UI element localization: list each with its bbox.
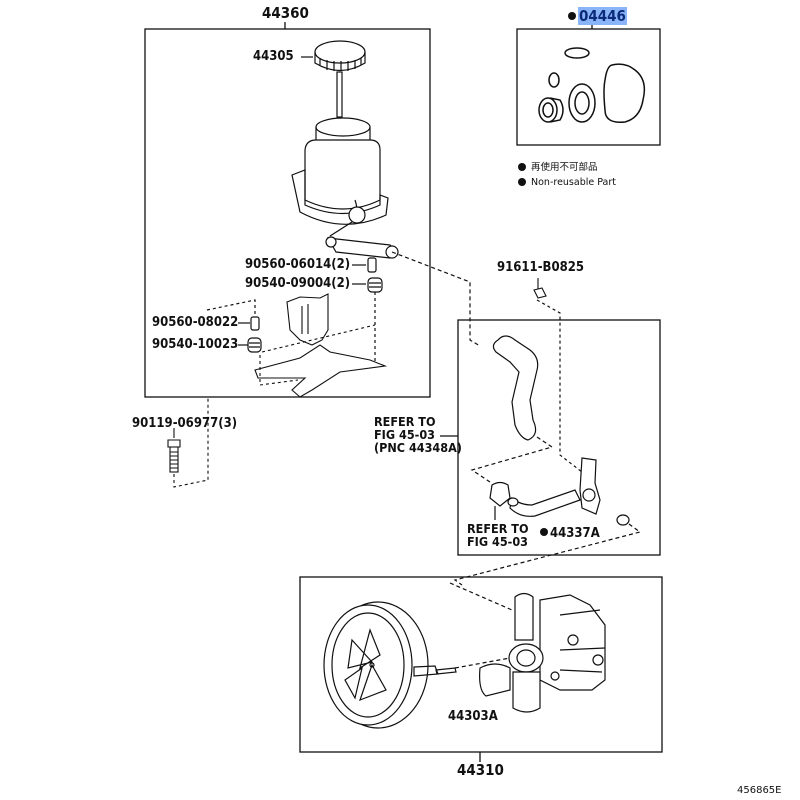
legend: 再使用不可部品 Non-reusable Part — [518, 160, 616, 190]
pump-body-drawing — [449, 582, 606, 713]
non-reusable-dot-icon — [518, 163, 526, 171]
legend-item-jp: 再使用不可部品 — [518, 160, 616, 175]
o-ring-label-wrap[interactable]: 44337A — [540, 522, 600, 541]
gasket-kit-frame — [516, 28, 661, 146]
non-reusable-dot-icon — [540, 528, 548, 536]
cushion-2-label[interactable]: 90540-10023 — [152, 337, 239, 352]
clamp-refer-label[interactable]: REFER TO FIG 45-03 — [467, 521, 529, 549]
pressure-pipe-drawing — [453, 299, 642, 586]
return-hose-drawing — [470, 335, 554, 483]
reservoir-group-frame — [144, 28, 431, 398]
collar-1-drawing — [352, 257, 377, 273]
gasket-kit-label-wrap[interactable]: 04446 — [568, 6, 627, 25]
cap-part-label[interactable]: 44305 — [253, 49, 294, 64]
collar-2-label[interactable]: 90560-08022 — [152, 315, 239, 330]
cushion-2-drawing — [238, 337, 262, 353]
reservoir-cap-drawing — [301, 40, 366, 118]
pump-group-frame — [299, 576, 663, 753]
gasket-kit-drawing — [538, 47, 646, 123]
reservoir-bracket-drawing — [254, 293, 388, 398]
reservoir-assembly-label[interactable]: 44360 — [262, 4, 309, 22]
hose-group-frame — [457, 319, 661, 556]
bracket-bolt-label[interactable]: 90119-06977(3) — [132, 416, 238, 431]
figure-id: 456865E — [737, 785, 782, 796]
bracket-bolt-drawing — [167, 396, 209, 488]
pump-assembly-label[interactable]: 44310 — [457, 761, 504, 779]
non-reusable-dot-icon — [568, 12, 576, 20]
reservoir-tank-drawing — [291, 117, 481, 347]
legend-item-en: Non-reusable Part — [518, 175, 616, 190]
pulley-label[interactable]: 44303A — [448, 709, 498, 724]
o-ring-label[interactable]: 44337A — [550, 526, 600, 541]
pipe-bolt-label[interactable]: 91611-B0825 — [497, 260, 585, 275]
non-reusable-dot-icon — [518, 178, 526, 186]
pulley-drawing — [323, 601, 511, 729]
pipe-bolt-drawing — [533, 278, 547, 299]
collar-1-label[interactable]: 90560-06014(2) — [245, 257, 351, 272]
cushion-1-drawing — [352, 277, 383, 362]
collar-2-drawing — [206, 299, 260, 331]
hose-refer-label[interactable]: REFER TO FIG 45-03 (PNC 44348A) — [374, 414, 462, 455]
cushion-1-label[interactable]: 90540-09004(2) — [245, 276, 351, 291]
gasket-kit-label[interactable]: 04446 — [578, 7, 627, 25]
